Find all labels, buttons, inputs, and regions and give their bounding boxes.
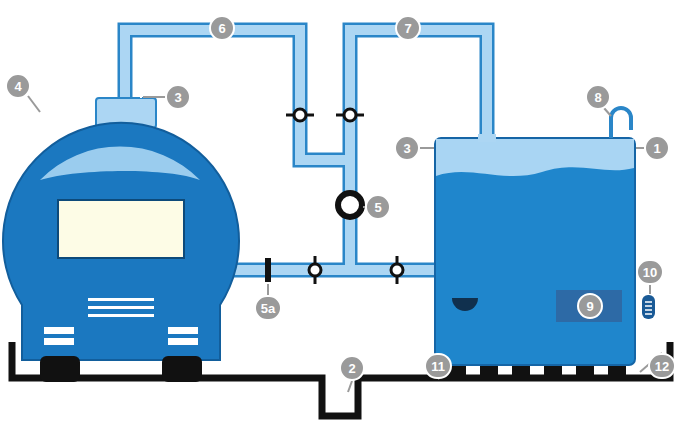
callout-text: 3: [174, 91, 181, 104]
callout-text: 2: [348, 362, 355, 375]
callout-text: 9: [586, 300, 593, 313]
leader-lines: [28, 96, 662, 392]
callout-text: 4: [14, 80, 21, 93]
pipe-inlet: [478, 134, 496, 142]
tank-panel: [556, 290, 622, 322]
level-gauge: [642, 295, 655, 319]
grille: [44, 298, 198, 345]
callout-number: 7: [395, 15, 421, 41]
windshield: [58, 200, 184, 258]
fill-nozzle: [452, 298, 478, 311]
valves: [286, 109, 403, 284]
storage-tank: [435, 138, 635, 365]
callout-number: 6: [209, 15, 235, 41]
tank-headspace: [436, 139, 634, 176]
callout-number: 5a: [254, 295, 282, 321]
gauge-marks: [645, 302, 652, 314]
callout-text: 10: [643, 266, 657, 279]
callout-text: 5a: [261, 302, 275, 315]
wheel: [162, 356, 202, 382]
callout-text: 11: [431, 360, 445, 373]
callout-number: 4: [5, 73, 31, 99]
callout-number: 2: [339, 355, 365, 381]
hose-coupling: [265, 258, 271, 282]
callout-text: 6: [218, 22, 225, 35]
callout-text: 3: [403, 142, 410, 155]
callout-number: 5: [365, 194, 391, 220]
callout-text: 5: [374, 201, 381, 214]
callout-text: 7: [404, 22, 411, 35]
callout-number: 3: [394, 135, 420, 161]
callout-number: 8: [585, 84, 611, 110]
callout-text: 1: [653, 142, 660, 155]
dome-vent: [140, 62, 142, 98]
callout-number: 10: [636, 259, 664, 285]
pump: [338, 193, 362, 217]
callout-number: 9: [577, 293, 603, 319]
callout-number: 3: [165, 84, 191, 110]
callout-text: 12: [655, 360, 669, 373]
vent-pipe: [611, 108, 631, 138]
truck-highlight: [40, 146, 200, 180]
callout-text: 8: [594, 91, 601, 104]
wheel: [40, 356, 80, 382]
callout-number: 1: [644, 135, 670, 161]
callout-number: 12: [648, 353, 676, 379]
callout-number: 11: [424, 353, 452, 379]
tanker-truck: [3, 123, 239, 360]
